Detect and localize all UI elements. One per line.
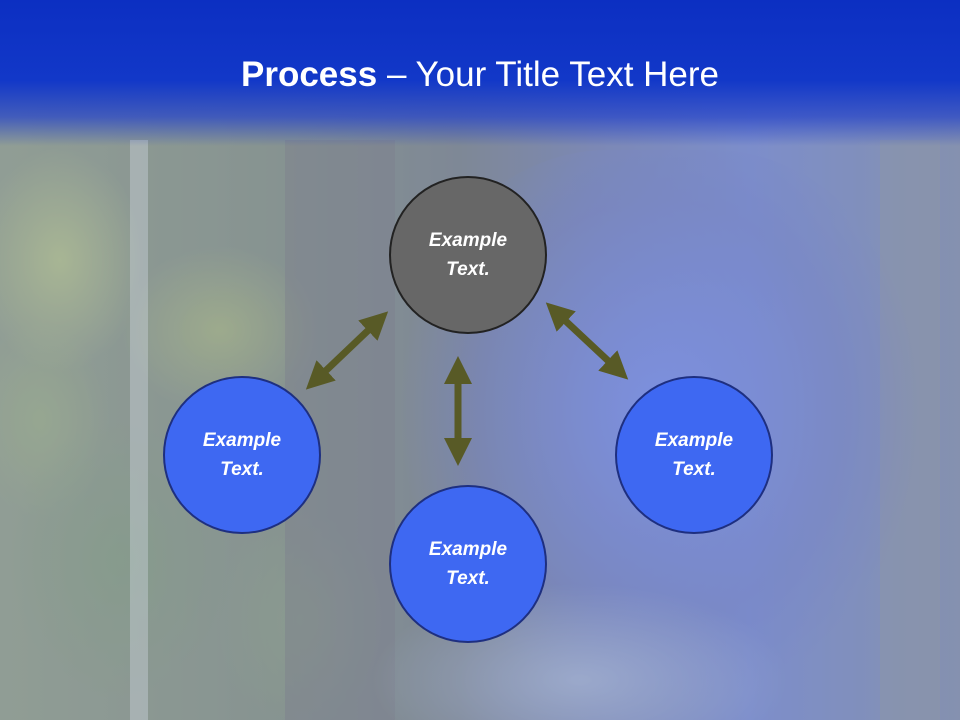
arrow-top-right [545,302,629,380]
node-text-line1: Example [428,230,508,251]
node-text-line1: Example [654,430,734,451]
node-text-line1: Example [202,430,282,451]
node-text-line1: Example [428,539,508,560]
tree-trunk [130,140,148,720]
title-rest: – Your Title Text Here [377,55,719,94]
slide-title: Process – Your Title Text Here [0,52,960,98]
node-text-line2: Text. [672,459,716,480]
node-text-line2: Text. [446,259,490,280]
node-text-line2: Text. [446,568,490,589]
title-bold: Process [241,55,378,94]
arrow-top-left [305,311,389,390]
node-text-line2: Text. [220,459,264,480]
title-band [0,0,960,146]
